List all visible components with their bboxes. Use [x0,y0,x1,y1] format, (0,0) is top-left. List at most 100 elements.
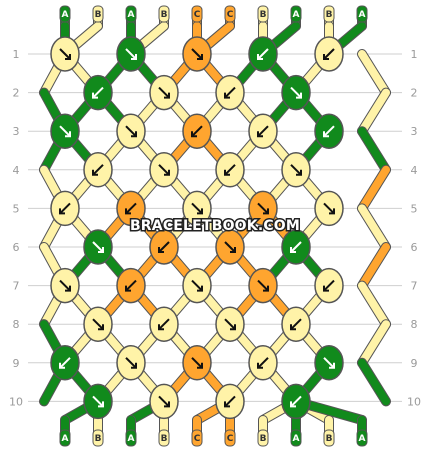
knot-arrow-head-icon [65,54,71,60]
knot-arrow-head-icon [98,324,104,331]
knot-arrow-icon [323,48,335,60]
strand-segment [358,320,390,367]
strand-segment [358,127,390,174]
knot [83,74,113,111]
knot [116,190,146,227]
knot-arrow-head-icon [131,131,137,138]
strand-letter: C [227,434,234,444]
knot [248,113,278,149]
knot-arrow-icon [92,395,104,408]
strand-letter: A [293,434,300,444]
knot [281,306,311,342]
knot-arrow-head-icon [263,208,269,215]
knot-arrow-icon [224,86,236,99]
row-label-right: 2 [411,87,418,100]
strand-letter-top: A [59,5,71,23]
knot [50,36,80,72]
knot-arrow-icon [191,48,203,60]
knot-arrow-icon [59,125,71,137]
knot-arrow-head-icon [158,247,164,253]
strand-letter: B [260,434,267,444]
row-label-right: 8 [411,318,418,331]
knot-arrow-icon [191,279,203,292]
knot [281,74,311,111]
knot-arrow-icon [290,318,302,330]
strand-letter: B [326,10,333,20]
knot-arrow-head-icon [59,362,65,369]
knot-arrow-head-icon [92,92,98,99]
knot-arrow-head-icon [290,324,296,331]
knot-arrow-icon [224,318,236,330]
knot-arrow-icon [92,318,104,330]
knot [314,345,344,381]
knot-grid [50,36,344,420]
strand-letter-top: A [290,5,302,23]
strand-letter: C [194,10,201,20]
strand-letter-chip [323,429,335,447]
knot-arrow-icon [59,48,71,60]
row-label-left: 10 [9,395,23,408]
knot-arrow-icon [257,279,269,292]
knot [281,229,311,265]
knot-arrow-head-icon [230,324,236,331]
knot [50,345,80,381]
knot-arrow-head-icon [197,208,203,215]
knot-arrow-head-icon [263,285,269,292]
knot-arrow-head-icon [65,131,71,138]
knot [83,152,113,188]
knot-arrow-head-icon [257,54,263,60]
strand-letter-chip [125,429,137,447]
strand-letter-chip [356,5,368,23]
knot-arrow-icon [125,279,137,292]
knot [50,113,80,149]
knot-arrow-head-icon [224,169,230,176]
row-label-left: 7 [13,280,20,293]
strand-letter-bottom: C [191,429,203,447]
strand-letter-top: B [257,5,269,23]
knot [182,345,212,381]
knot-arrow-head-icon [131,362,137,369]
knot-arrow-head-icon [98,247,104,253]
strand-letter: B [326,434,333,444]
knot-arrow-icon [125,202,137,215]
strand-letter: B [95,434,102,444]
knot-arrow-head-icon [125,208,131,215]
strand-letter-bottom: B [158,429,170,447]
knot [116,113,146,149]
knot-arrow-head-icon [323,131,329,138]
knot-arrow-icon [257,202,269,215]
row-label-right: 9 [411,357,418,370]
strand-letter-bottom: A [125,429,137,447]
knot-arrow-head-icon [329,208,335,215]
knot [83,306,113,342]
strand-letter-chip [257,429,269,447]
strand-letter-bottom: A [59,429,71,447]
knot [248,36,278,72]
strand-letter-chip [191,5,203,23]
knot [248,267,278,304]
strand-letter-chip [323,5,335,23]
knot-arrow-icon [191,357,203,369]
knot-arrow-head-icon [290,247,296,253]
knot-arrow-icon [191,202,203,215]
strand-segment [358,358,390,406]
knot-arrow-head-icon [131,54,137,60]
knot-arrow-icon [290,241,302,253]
strand-letter: B [95,10,102,20]
knot [314,36,344,72]
knot-arrow-icon [92,86,104,99]
knot-arrow-icon [224,395,236,408]
knot-arrow-icon [224,241,236,253]
strand-letter-top: A [356,5,368,23]
knot-arrow-head-icon [323,285,329,292]
strand-letter: A [128,434,135,444]
strand-letter-bottom: A [356,429,368,447]
row-label-left: 3 [13,125,20,138]
strand-letter-chip [290,5,302,23]
knot-arrow-head-icon [224,92,230,99]
knot [182,36,212,72]
strand-segment [358,281,390,329]
strand-letter-top: A [125,5,137,23]
knot-arrow-icon [158,241,170,253]
